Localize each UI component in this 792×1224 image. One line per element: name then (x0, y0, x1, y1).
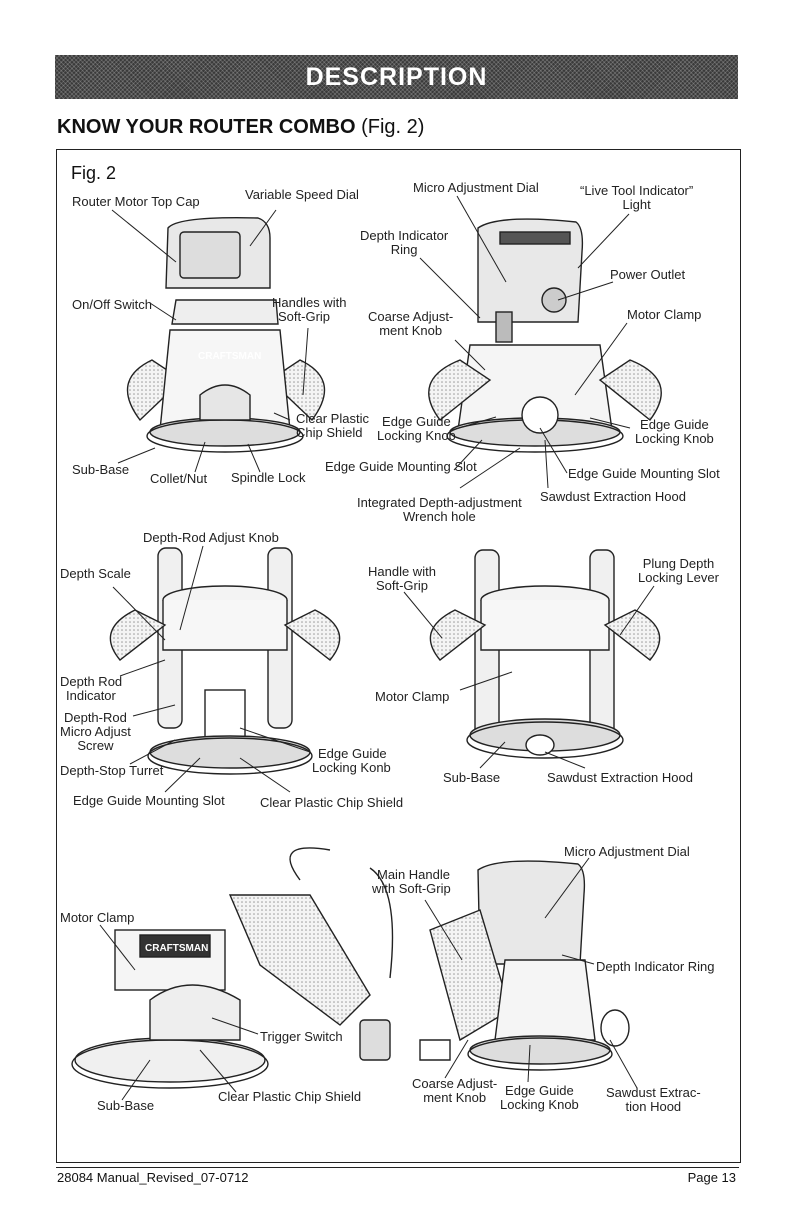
footer-page-number: Page 13 (687, 1170, 736, 1185)
d-handle-router (419, 860, 630, 1071)
label-line: ment Knob (379, 323, 443, 338)
brand-logo-2: CRAFTSMAN (145, 943, 208, 954)
banner-title: DESCRIPTION (305, 63, 488, 91)
label-line: Micro Adjust (60, 724, 131, 739)
label-spindle-lock: Spindle Lock (231, 470, 306, 485)
label-line: Locking Konb (312, 760, 391, 775)
label-power-outlet: Power Outlet (610, 267, 686, 282)
label-line: Indicator (66, 688, 116, 703)
label-line: Wrench hole (403, 509, 476, 524)
label-line: Locking Lever (638, 570, 719, 585)
label-motor-clamp-top: Motor Clamp (627, 307, 702, 322)
label-line: Locking Knob (500, 1097, 579, 1112)
label-router-motor-top-cap: Router Motor Top Cap (72, 194, 200, 209)
label-line: Integrated Depth-adjustment (357, 495, 522, 510)
label-line: tion Hood (625, 1099, 682, 1114)
label-line: Screw (77, 738, 114, 753)
label-clear-plastic-chip-shield-mid: Clear Plastic Chip Shield (260, 795, 404, 810)
fixed-base-router-front (126, 217, 326, 453)
brand-logo-1: CRAFTSMAN (198, 351, 261, 362)
label-sawdust-extraction-hood-bottom: Sawdust Extrac-tion Hood (606, 1086, 701, 1114)
brand-logos: CRAFTSMAN CRAFTSMAN (145, 351, 261, 954)
footer-rule (56, 1167, 739, 1168)
label-line: Edge Guide (382, 414, 451, 429)
figure-frame (56, 149, 741, 1163)
label-coarse-adjustment-knob: Coarse Adjust-ment Knob (368, 310, 453, 338)
label-line: Locking Knob (635, 431, 714, 446)
label-line: “Live Tool Indicator” (580, 183, 694, 198)
label-line: Ring (390, 242, 418, 257)
label-clear-plastic-chip-shield-bottom: Clear Plastic Chip Shield (218, 1089, 362, 1104)
label-live-tool-indicator: “Live Tool Indicator”Light (580, 184, 693, 212)
label-line: Main Handle (377, 867, 450, 882)
label-line: Clear Plastic (296, 411, 369, 426)
label-line: Depth-Rod (63, 710, 127, 725)
plunge-base-router-right (429, 549, 661, 759)
label-line: Edge Guide (318, 746, 387, 761)
label-variable-speed-dial: Variable Speed Dial (245, 187, 359, 202)
label-edge-guide-mounting-slot-plunge: Edge Guide Mounting Slot (73, 793, 225, 808)
label-line: Coarse Adjust- (368, 309, 454, 324)
label-depth-scale: Depth Scale (60, 566, 131, 581)
label-line: Sawdust Extrac- (606, 1085, 701, 1100)
label-sub-base-bottom: Sub-Base (97, 1098, 155, 1113)
label-line: ment Knob (423, 1090, 487, 1105)
label-motor-clamp-mid: Motor Clamp (375, 689, 450, 704)
label-sawdust-extraction-hood-mid: Sawdust Extraction Hood (547, 770, 693, 785)
label-line: Plung Depth (642, 556, 715, 571)
label-coarse-adjustment-knob-bottom: Coarse Adjust-ment Knob (412, 1077, 497, 1105)
label-line: Locking Knob (377, 428, 456, 443)
label-edge-guide-mounting-slot-mid: Edge Guide Mounting Slot (325, 459, 477, 474)
label-line: Handle with (368, 564, 436, 579)
label-sub-base-top: Sub-Base (72, 462, 130, 477)
label-depth-indicator-ring-bottom: Depth Indicator Ring (596, 959, 715, 974)
plunge-base-router-left (109, 547, 341, 775)
label-edge-guide-mounting-slot-right: Edge Guide Mounting Slot (568, 466, 720, 481)
label-motor-clamp-bottom: Motor Clamp (60, 910, 135, 925)
label-on-off-switch: On/Off Switch (72, 297, 152, 312)
label-line: Edge Guide (505, 1083, 574, 1098)
label-sub-base-mid: Sub-Base (443, 770, 501, 785)
label-depth-stop-turret: Depth-Stop Turret (60, 763, 164, 778)
label-micro-adjustment-dial-bottom: Micro Adjustment Dial (564, 844, 690, 859)
label-line: Light (622, 197, 651, 212)
label-line: Soft-Grip (278, 309, 331, 324)
label-micro-adjustment-dial: Micro Adjustment Dial (413, 180, 539, 195)
label-line: Depth Indicator (360, 228, 449, 243)
footer-document-id: 28084 Manual_Revised_07-0712 (57, 1170, 249, 1185)
d-handle-base (71, 847, 394, 1089)
label-collet-nut: Collet/Nut (150, 471, 208, 486)
fixed-base-router-side (428, 218, 662, 453)
label-line: Coarse Adjust- (412, 1076, 498, 1091)
label-line: Chip Shield (296, 425, 363, 440)
label-line: Depth Rod (60, 674, 123, 689)
heading-suffix: (Fig. 2) (355, 116, 425, 138)
page-heading: KNOW YOUR ROUTER COMBO (Fig. 2) (57, 116, 424, 139)
label-line: Soft-Grip (375, 578, 428, 593)
section-banner: DESCRIPTION (55, 55, 738, 99)
label-trigger-switch: Trigger Switch (260, 1029, 343, 1044)
label-line: with Soft-Grip (372, 881, 451, 896)
label-depth-rod-adjust-knob: Depth-Rod Adjust Knob (143, 530, 279, 545)
label-sawdust-extraction-hood-top: Sawdust Extraction Hood (540, 489, 686, 504)
heading-bold: KNOW YOUR ROUTER COMBO (57, 116, 356, 138)
label-line: Edge Guide (640, 417, 709, 432)
figure-label: Fig. 2 (71, 163, 117, 183)
label-line: Handles with (272, 295, 347, 310)
